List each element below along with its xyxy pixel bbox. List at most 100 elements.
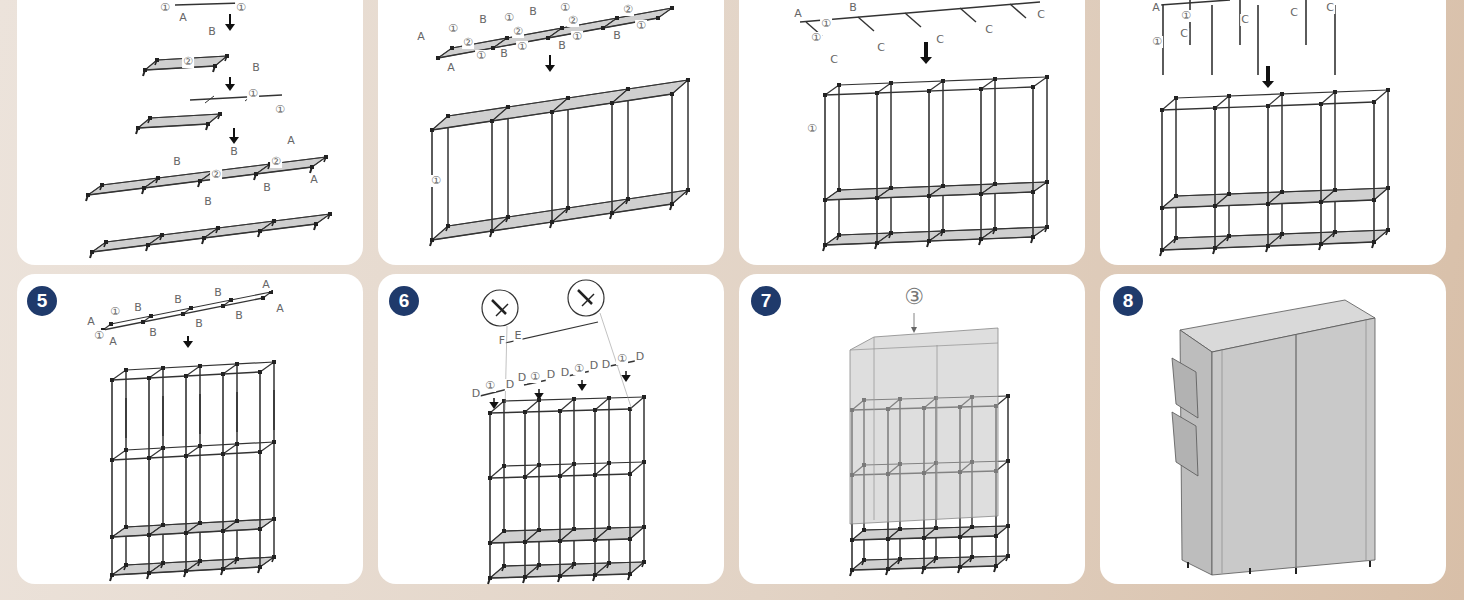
step-arrow — [183, 336, 193, 348]
part-label: A — [86, 316, 96, 328]
rod — [1387, 90, 1389, 230]
detail-magnifier — [568, 280, 604, 316]
part-label: ① — [503, 12, 515, 24]
rod — [626, 199, 628, 204]
joint — [1319, 102, 1323, 106]
rod — [980, 89, 982, 239]
joint — [124, 448, 128, 452]
part-label: B — [612, 30, 622, 42]
joint — [502, 529, 506, 533]
rod — [629, 409, 631, 574]
joint — [110, 535, 114, 539]
step-panel — [739, 274, 1085, 584]
rod — [1222, 350, 1223, 573]
joint — [488, 541, 492, 545]
rod — [627, 89, 629, 199]
rod — [1257, 5, 1259, 75]
part-label: B — [499, 48, 509, 60]
part-label: ① — [820, 18, 832, 30]
rod — [258, 567, 260, 573]
rod — [1033, 227, 1047, 237]
rod — [877, 83, 891, 93]
joint — [593, 473, 597, 477]
rack-drawings — [86, 0, 1390, 584]
rod — [686, 190, 688, 195]
joint — [1213, 106, 1217, 110]
rod — [259, 372, 261, 567]
joint — [850, 538, 854, 542]
rod — [229, 14, 231, 25]
rod — [110, 575, 112, 581]
part-label: ② — [182, 56, 194, 68]
part-label: ② — [210, 169, 222, 181]
rod — [430, 240, 432, 246]
joint — [1266, 202, 1270, 206]
rod — [600, 313, 632, 410]
part-label: B — [557, 40, 567, 52]
rod — [490, 566, 504, 578]
part-label: D — [589, 360, 599, 372]
shelf-panel — [1172, 358, 1198, 418]
joint — [572, 527, 576, 531]
rod — [216, 228, 218, 233]
rod — [221, 569, 223, 575]
joint — [502, 464, 506, 468]
joint — [1045, 75, 1049, 79]
rod — [1175, 98, 1177, 238]
shelf-panel — [1212, 318, 1375, 575]
rod — [218, 114, 220, 119]
part-label: ① — [484, 380, 496, 392]
part-label: B — [194, 318, 204, 330]
rod — [147, 573, 149, 579]
part-label: ① — [616, 353, 628, 365]
part-label: ① — [810, 32, 822, 44]
rod — [890, 83, 892, 233]
part-label: C — [829, 54, 839, 66]
joint — [875, 91, 879, 95]
part-label: B — [133, 302, 143, 314]
rod — [222, 374, 224, 569]
rod — [490, 531, 504, 543]
joint — [450, 46, 454, 50]
part-label: C — [876, 42, 886, 54]
joint — [147, 456, 151, 460]
rod — [162, 396, 164, 436]
rod — [142, 188, 144, 194]
step-badge: 6 — [389, 286, 419, 316]
joint — [161, 366, 165, 370]
rod — [328, 214, 330, 219]
joint — [1213, 204, 1217, 208]
rod — [260, 362, 274, 372]
rod — [1215, 236, 1229, 248]
joint — [149, 314, 153, 318]
joint — [221, 529, 225, 533]
rod — [874, 337, 875, 520]
joint — [558, 409, 562, 413]
part-label: A — [446, 62, 456, 74]
joint — [124, 368, 128, 372]
joint — [221, 452, 225, 456]
part-label: ① — [573, 363, 585, 375]
rod — [1176, 188, 1388, 196]
part-label: ② — [270, 156, 282, 168]
part-label: ① — [274, 104, 286, 116]
rod — [186, 366, 200, 376]
rod — [145, 66, 215, 70]
joint — [537, 528, 541, 532]
part-label: C — [984, 24, 994, 36]
part-label: ① — [559, 2, 571, 14]
joint — [886, 537, 890, 541]
part-label: ① — [475, 50, 487, 62]
rod — [156, 178, 158, 183]
step-badge: 7 — [751, 286, 781, 316]
joint — [566, 96, 570, 100]
rod — [205, 96, 214, 103]
part-label: D — [546, 369, 556, 381]
rod — [490, 466, 504, 478]
rod — [524, 412, 526, 577]
joint — [141, 320, 145, 324]
part-label: A — [108, 336, 118, 348]
step-number: 6 — [399, 291, 410, 311]
joint — [558, 539, 562, 543]
rack-frame — [110, 360, 276, 581]
